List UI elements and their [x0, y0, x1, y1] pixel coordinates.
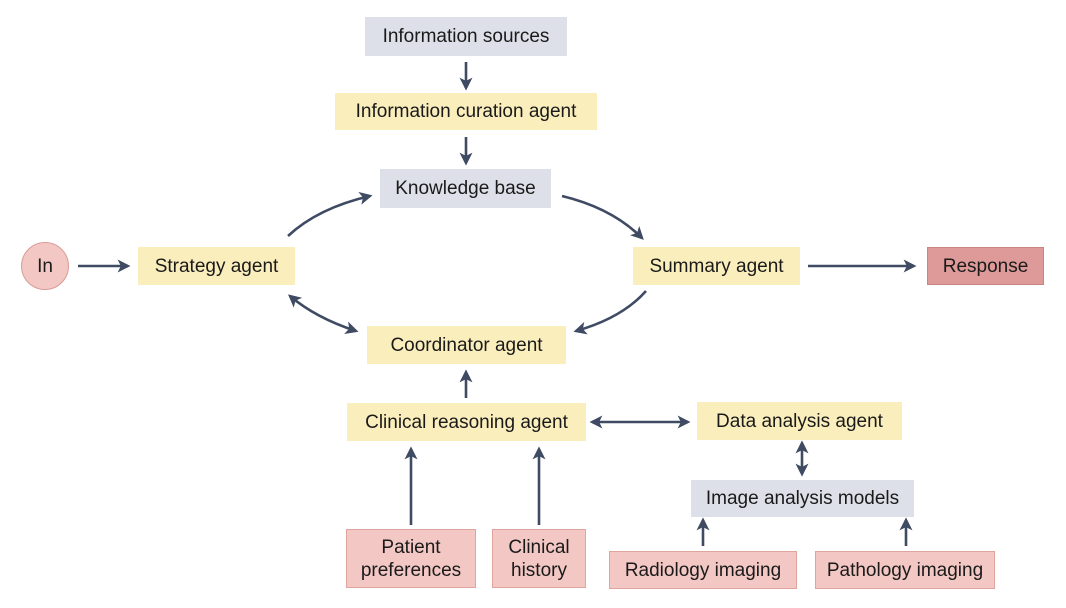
summary-agent-label: Summary agent: [649, 255, 784, 277]
data-analysis-agent-node: Data analysis agent: [697, 402, 902, 440]
summary-agent-node: Summary agent: [633, 247, 800, 285]
coordinator-agent-label: Coordinator agent: [390, 334, 543, 356]
clinical-history-label-line2: history: [511, 559, 567, 581]
clinical-history-label-line1: Clinical: [508, 536, 570, 558]
radiology-imaging-label: Radiology imaging: [624, 559, 782, 581]
data-analysis-agent-label: Data analysis agent: [716, 410, 883, 432]
pathology-imaging-label: Pathology imaging: [826, 559, 984, 581]
radiology-imaging-node: Radiology imaging: [609, 551, 797, 589]
edge-summary-to-coordinator: [573, 290, 647, 335]
clinical-history-node: Clinical history: [492, 529, 586, 588]
input-label: In: [37, 255, 53, 277]
strategy-agent-label: Strategy agent: [154, 255, 279, 277]
clinical-reasoning-agent-node: Clinical reasoning agent: [347, 403, 586, 441]
image-analysis-models-node: Image analysis models: [691, 480, 914, 517]
strategy-agent-node: Strategy agent: [138, 247, 295, 285]
patient-preferences-node: Patient preferences: [346, 529, 476, 588]
information-sources-label: Information sources: [382, 26, 550, 47]
information-sources-node: Information sources: [365, 17, 567, 56]
knowledge-base-label: Knowledge base: [395, 178, 536, 199]
edge-strategy-to-kb: [287, 192, 373, 237]
response-node: Response: [927, 247, 1044, 285]
knowledge-base-node: Knowledge base: [380, 169, 551, 208]
patient-preferences-label-line1: Patient: [381, 536, 441, 558]
edge-kb-to-summary: [561, 194, 644, 240]
clinical-reasoning-agent-label: Clinical reasoning agent: [365, 411, 568, 433]
input-node: In: [21, 242, 69, 290]
image-analysis-models-label: Image analysis models: [705, 488, 900, 509]
pathology-imaging-node: Pathology imaging: [815, 551, 995, 589]
information-curation-agent-node: Information curation agent: [335, 93, 597, 130]
coordinator-agent-node: Coordinator agent: [367, 326, 566, 364]
patient-preferences-label-line2: preferences: [360, 559, 462, 581]
response-label: Response: [942, 255, 1029, 277]
information-curation-agent-label: Information curation agent: [355, 101, 577, 122]
edge-strategy-coordinator: [288, 294, 359, 334]
